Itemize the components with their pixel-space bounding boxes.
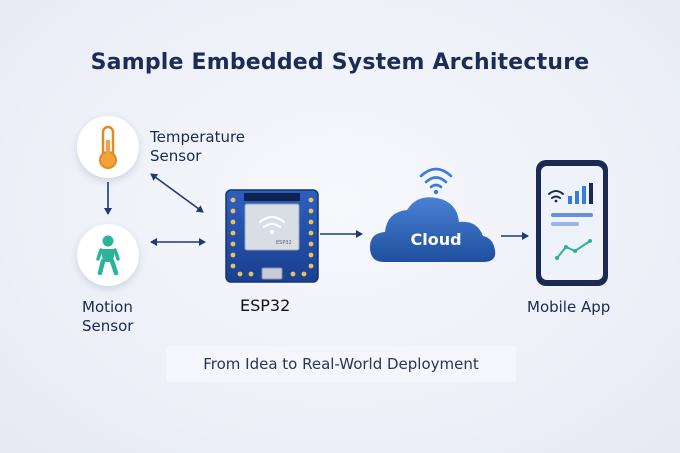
temperature-esp32-arrow (150, 173, 204, 213)
motion-sensor-node (77, 224, 139, 286)
thermometer-icon (99, 125, 117, 169)
esp32-chip-text: ESP32 (276, 240, 292, 246)
motion-label-line1: Motion (82, 298, 133, 316)
subtitle: From Idea to Real-World Deployment (203, 355, 479, 373)
person-walking-icon (96, 235, 120, 276)
temperature-sensor-label: Temperature Sensor (150, 128, 245, 166)
wifi-icon (419, 167, 453, 189)
motion-sensor-label: Motion Sensor (82, 298, 133, 336)
subtitle-box (166, 346, 516, 382)
motion-label-line2: Sensor (82, 317, 134, 335)
cloud-icon (370, 197, 496, 262)
diagram-title: Sample Embedded System Architecture (90, 50, 590, 75)
temperature-label-line1: Temperature (150, 128, 246, 146)
cloud-label: Cloud (410, 230, 462, 249)
mobile-app-label: Mobile App (527, 298, 611, 316)
esp32-label: ESP32 (240, 296, 291, 315)
temperature-label-line2: Sensor (150, 147, 202, 165)
temperature-sensor-node (77, 116, 139, 178)
microcontroller-board-icon: ESP32 (225, 189, 319, 283)
smartphone-icon (536, 160, 608, 286)
